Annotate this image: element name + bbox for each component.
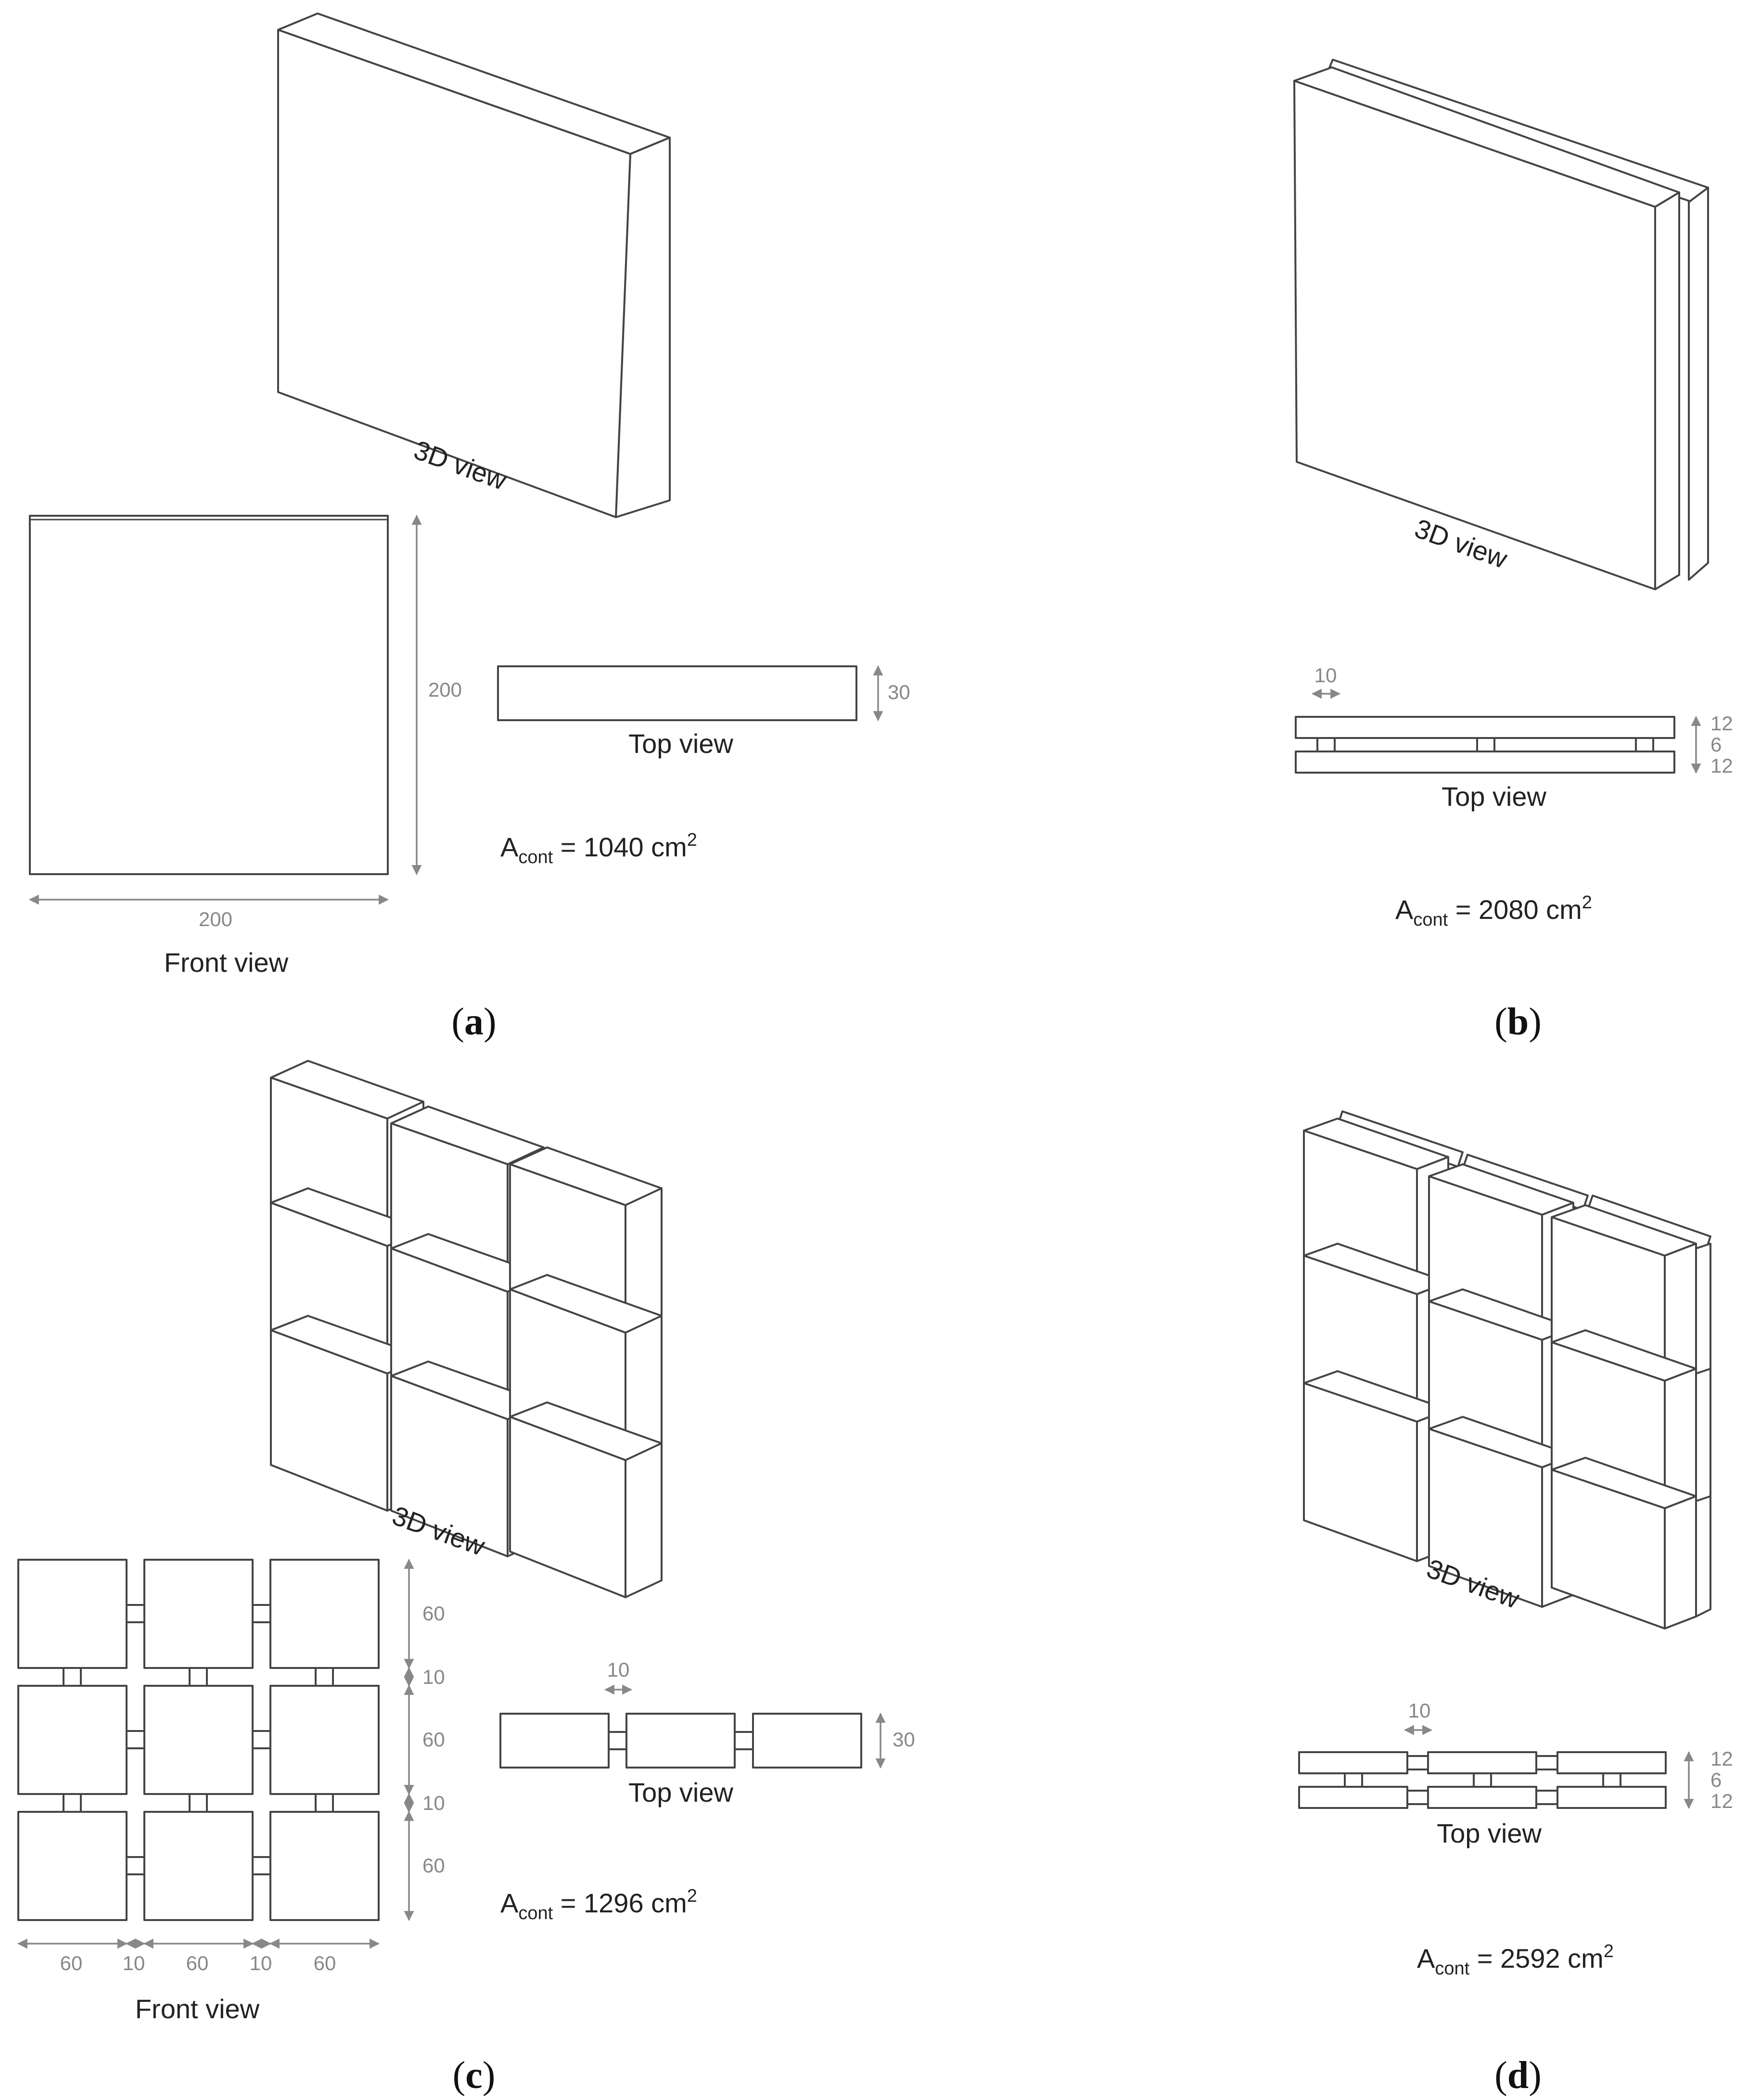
panel-c-vdim-4-value: 10 xyxy=(422,1792,445,1814)
panel-d-area: Acont = 2592 cm2 xyxy=(1417,1941,1614,1979)
panel-b-3d-slabs xyxy=(1293,59,1709,590)
panel-c-top-label: Top view xyxy=(628,1777,733,1807)
panel-d-mid-value: 6 xyxy=(1710,1769,1722,1791)
panel-a-height-value: 200 xyxy=(428,678,462,701)
panel-b-top-layers xyxy=(1295,716,1675,774)
panel-c-hdim-5-value: 60 xyxy=(314,1952,336,1974)
panel-c-area: Acont = 1296 cm2 xyxy=(500,1886,697,1923)
panel-b: 3D view 10 12 6 12 Top view Acont = 2080… xyxy=(1293,59,1733,1043)
panel-c-top-modules xyxy=(499,1713,862,1769)
panel-c-vdim-1-value: 60 xyxy=(422,1602,445,1625)
panel-b-gap-value: 10 xyxy=(1314,664,1337,687)
panel-d-3d-modules xyxy=(1303,1110,1711,1629)
panel-a-depth-value: 30 xyxy=(888,681,910,703)
panel-d-layer-1-value: 12 xyxy=(1710,1747,1733,1770)
panel-d-layer-2-value: 12 xyxy=(1710,1790,1733,1812)
panel-c-caption: (c) xyxy=(453,2054,496,2097)
panel-a-top-label: Top view xyxy=(628,728,733,759)
panel-d-top-modules xyxy=(1298,1751,1667,1809)
panel-a-front-label: Front view xyxy=(164,947,289,978)
panel-c-hdim-2-value: 10 xyxy=(123,1952,145,1974)
panel-c-vdim-5-value: 60 xyxy=(422,1854,445,1877)
panel-b-layer-2-value: 12 xyxy=(1710,754,1733,777)
panel-a-caption: (a) xyxy=(451,1001,496,1043)
panel-b-caption: (b) xyxy=(1494,1001,1542,1043)
panel-d-top-label: Top view xyxy=(1437,1818,1542,1848)
panel-b-mid-value: 6 xyxy=(1710,733,1722,756)
panel-b-top-label: Top view xyxy=(1442,781,1546,812)
panel-c-hdim-4-value: 10 xyxy=(250,1952,272,1974)
panel-d-gap-value: 10 xyxy=(1408,1699,1431,1722)
panel-c-front-grid xyxy=(17,1559,380,1921)
panel-b-area: Acont = 2080 cm2 xyxy=(1395,892,1592,930)
panel-c-front-label: Front view xyxy=(135,1994,260,2024)
panel-c-3d-modules xyxy=(270,1060,663,1598)
panel-a-front-square xyxy=(29,515,389,875)
panel-a-width-value: 200 xyxy=(199,908,232,930)
panel-d: 3D view 10 12 6 12 Top view Acont = 2592… xyxy=(1298,1110,1733,2097)
panel-a: 3D view 200 200 Front view 30 Top view A… xyxy=(28,13,910,1043)
panel-c-hdim-3-value: 60 xyxy=(186,1952,209,1974)
panel-c-vdim-3-value: 60 xyxy=(422,1728,445,1751)
panel-a-area: Acont = 1040 cm2 xyxy=(500,830,697,867)
panel-c-gap-value: 10 xyxy=(607,1658,630,1681)
panel-c-vdim-2-value: 10 xyxy=(422,1666,445,1688)
panel-c-hdim-1-value: 60 xyxy=(60,1952,83,1974)
panel-a-top-rect xyxy=(497,665,857,721)
panel-c: 3D view xyxy=(17,1060,915,2097)
panel-a-3d-slab xyxy=(277,13,671,518)
panel-b-layer-1-value: 12 xyxy=(1710,712,1733,735)
panel-c-depth-value: 30 xyxy=(893,1728,915,1751)
panel-d-caption: (d) xyxy=(1494,2054,1542,2097)
